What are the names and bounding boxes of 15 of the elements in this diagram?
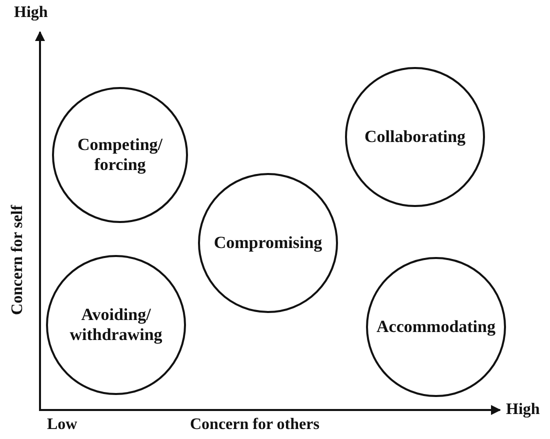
- axis-title: Concern for others: [190, 416, 320, 434]
- axis-end-label: High: [14, 4, 48, 22]
- axis-end-label: High: [506, 401, 540, 419]
- axis-title: Concern for self: [8, 205, 27, 315]
- axis-end-label: Low: [47, 416, 78, 434]
- circle-shape: [52, 87, 188, 223]
- circle-label: Collaborating: [364, 127, 466, 147]
- circle-shape: [366, 257, 506, 397]
- circle-label: Competing/ forcing: [76, 135, 164, 175]
- circle-shape: [46, 255, 186, 395]
- circle-label: Avoiding/ withdrawing: [68, 305, 164, 345]
- circle-label: Accommodating: [376, 317, 496, 337]
- circle-shape: [345, 67, 485, 207]
- circle-shape: [198, 173, 338, 313]
- circle-label: Compromising: [214, 233, 322, 253]
